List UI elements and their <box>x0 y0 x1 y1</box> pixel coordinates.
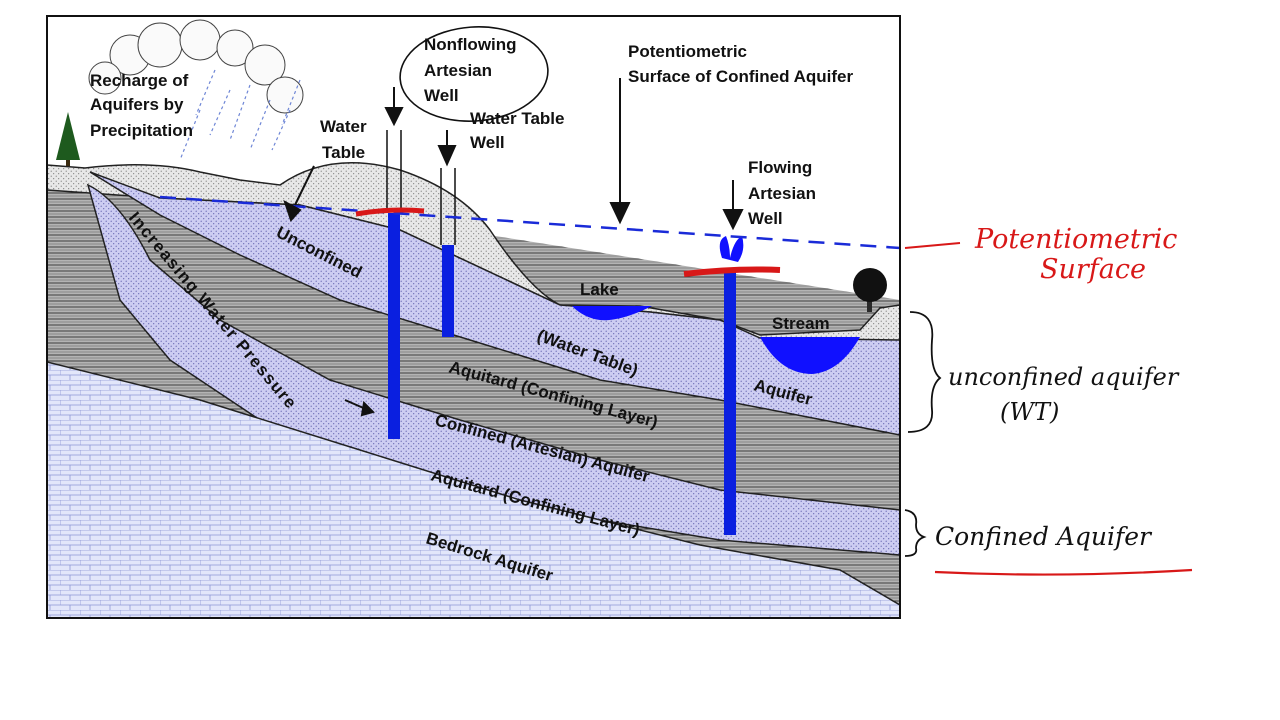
flowing-well-level-mark <box>683 266 781 277</box>
nonflowing-well-label: Nonflowing Artesian Well <box>424 35 521 105</box>
water-table-well-label: Water Table Well <box>470 109 569 152</box>
nonflowing-well-circle <box>399 26 549 122</box>
water-table-label: Water Table <box>320 117 371 162</box>
potentiometric-annotation: Potentiometric Surface <box>974 224 1186 285</box>
recharge-label: Recharge of Aquifers by Precipitation <box>90 71 193 140</box>
tree-left-icon <box>56 112 80 166</box>
tree-right-icon <box>853 268 887 312</box>
lake-label: Lake <box>580 280 619 299</box>
potentiometric-confined-label: Potentiometric Surface of Confined Aquif… <box>628 42 853 86</box>
confined-underline <box>934 568 1193 576</box>
unconfined-aquifer-layer <box>89 171 900 436</box>
flowing-well-label: Flowing Artesian Well <box>748 158 821 228</box>
bedrock-layer <box>47 361 900 618</box>
flowing-well-spout <box>719 236 744 262</box>
down-arrows <box>283 78 744 417</box>
surface-soil <box>47 162 900 346</box>
stream-label: Stream <box>772 314 830 333</box>
potentiometric-surface-line <box>159 195 900 250</box>
clouds-icon <box>88 19 304 114</box>
nonflowing-artesian-well <box>388 213 400 439</box>
water-table-well <box>442 245 454 337</box>
unconfined-aquifer-annotation: unconfined aquifer (WT) <box>948 363 1186 426</box>
lake <box>572 306 652 321</box>
nonflowing-well-level-mark <box>355 207 425 217</box>
confined-brace <box>904 509 927 557</box>
unconfined-brace <box>907 311 942 433</box>
potentiometric-pointer <box>904 242 961 249</box>
stream <box>760 337 860 374</box>
confined-aquifer-annotation: Confined Aquifer <box>935 522 1153 551</box>
flowing-artesian-well <box>724 270 736 535</box>
rain-icon <box>179 69 301 161</box>
